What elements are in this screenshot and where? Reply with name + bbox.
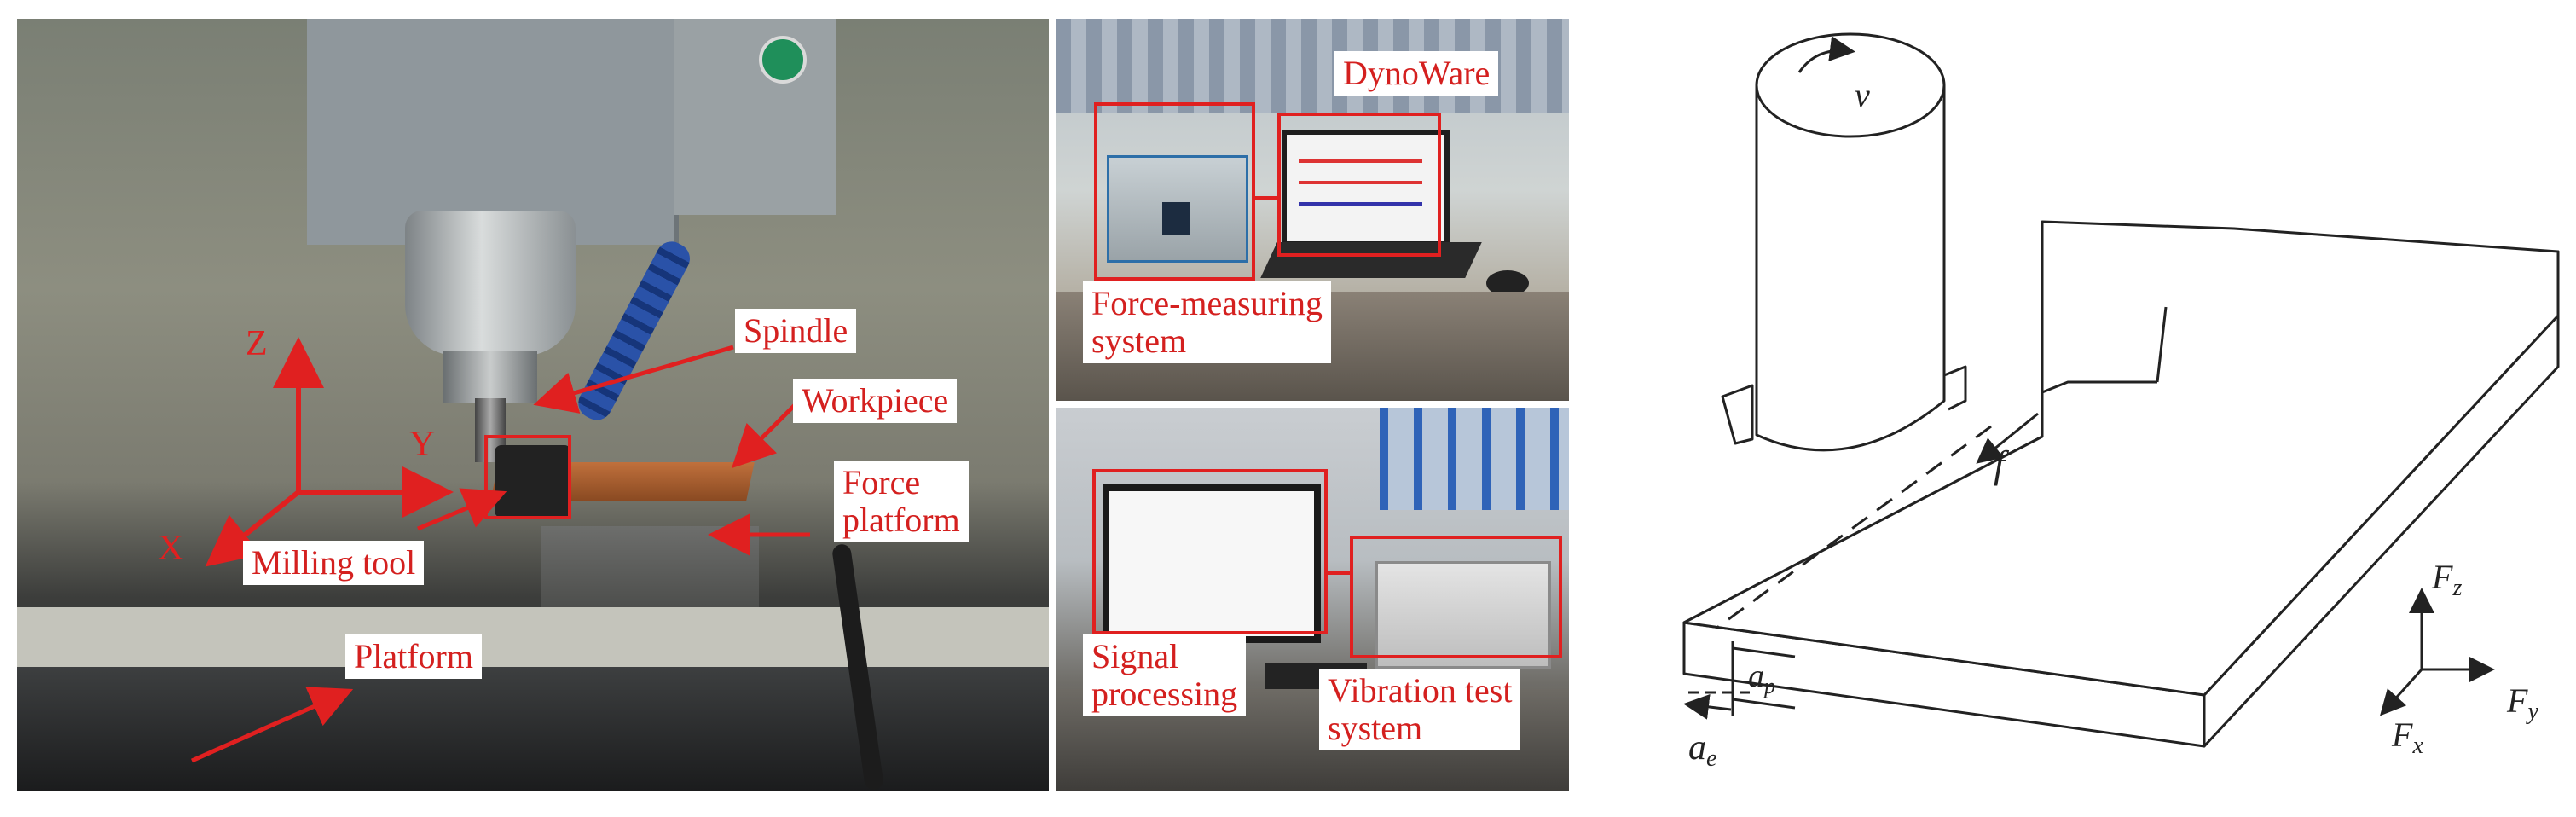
force-system-box bbox=[1094, 102, 1255, 281]
vibration-device bbox=[1375, 561, 1551, 669]
dynoware-box bbox=[1277, 113, 1441, 257]
spindle-arrow bbox=[533, 345, 734, 414]
annotation-overlay bbox=[190, 102, 1562, 763]
laptop-trace bbox=[1299, 202, 1422, 206]
vibration-test-photo bbox=[1056, 408, 1569, 791]
signal-processing-box bbox=[1092, 469, 1328, 634]
rotation-label: v bbox=[1855, 76, 1870, 114]
spindle-nose bbox=[443, 351, 537, 403]
ap-label: ap bbox=[1748, 658, 1775, 698]
machine-table bbox=[17, 607, 1049, 667]
vibration-test-system-label: Vibration test system bbox=[1319, 669, 1521, 750]
tool-path bbox=[1717, 425, 1992, 629]
feed-arrow bbox=[1976, 412, 2039, 464]
ae-label: ae bbox=[1688, 728, 1716, 772]
machine-head bbox=[307, 19, 679, 245]
dynoware-label: DynoWare bbox=[1334, 51, 1499, 96]
axis-x-label: X bbox=[158, 529, 184, 568]
ap-bottom-tick bbox=[1732, 698, 1796, 710]
experimental-setup-photos: Z Y X Spindle Workpiece Force platform M… bbox=[17, 19, 1569, 791]
spindle-label: Spindle bbox=[735, 309, 857, 353]
cutter-tooth-left bbox=[1721, 384, 1754, 445]
vibration-box bbox=[1350, 536, 1562, 658]
fz-label: Fz bbox=[2431, 558, 2462, 601]
axis-y-label: Y bbox=[409, 425, 436, 464]
milling-tool-holder bbox=[495, 445, 571, 518]
window-grid bbox=[1380, 408, 1569, 510]
cutter-body bbox=[1755, 85, 1946, 452]
machine-cabinet bbox=[674, 19, 836, 215]
laptop-trace bbox=[1299, 181, 1422, 184]
fy-label: Fy bbox=[2506, 681, 2538, 725]
workpiece-arrow bbox=[731, 401, 799, 469]
schematic-drawing: v f ap ae Fz Fy Fx bbox=[1682, 32, 2560, 772]
x-axis-arrow bbox=[205, 490, 300, 567]
rotation-arrow bbox=[1797, 36, 1855, 73]
force-measuring-system-label: Force-measuring system bbox=[1083, 281, 1332, 363]
ae-arrow bbox=[1683, 693, 1732, 720]
slot-step bbox=[2041, 380, 2157, 437]
laptop-screen bbox=[1282, 130, 1450, 246]
laptop-trace bbox=[1299, 159, 1422, 163]
workpiece-label: Workpiece bbox=[793, 379, 958, 423]
cutter-tooth-right bbox=[1943, 365, 1967, 411]
fx-axis bbox=[2379, 668, 2423, 716]
signal-processing-label: Signal processing bbox=[1083, 634, 1247, 716]
ap-top-tick bbox=[1732, 646, 1796, 658]
milling-schematic: v f ap ae Fz Fy Fx bbox=[1569, 0, 2576, 813]
amplifier-screen bbox=[1162, 202, 1190, 235]
cutter-top bbox=[1755, 32, 1946, 138]
milling-tool-label: Milling tool bbox=[243, 541, 425, 585]
force-platform-label: Force platform bbox=[834, 461, 969, 542]
milling-tool-box bbox=[484, 435, 571, 519]
slot-back bbox=[2156, 306, 2168, 383]
spindle-body bbox=[405, 211, 576, 356]
fx-label: Fx bbox=[2391, 716, 2423, 759]
milling-tool-arrow bbox=[417, 488, 507, 531]
platform-label: Platform bbox=[345, 634, 482, 679]
axis-z-label: Z bbox=[246, 324, 268, 363]
green-button bbox=[759, 36, 807, 84]
platform-arrow bbox=[190, 687, 354, 763]
